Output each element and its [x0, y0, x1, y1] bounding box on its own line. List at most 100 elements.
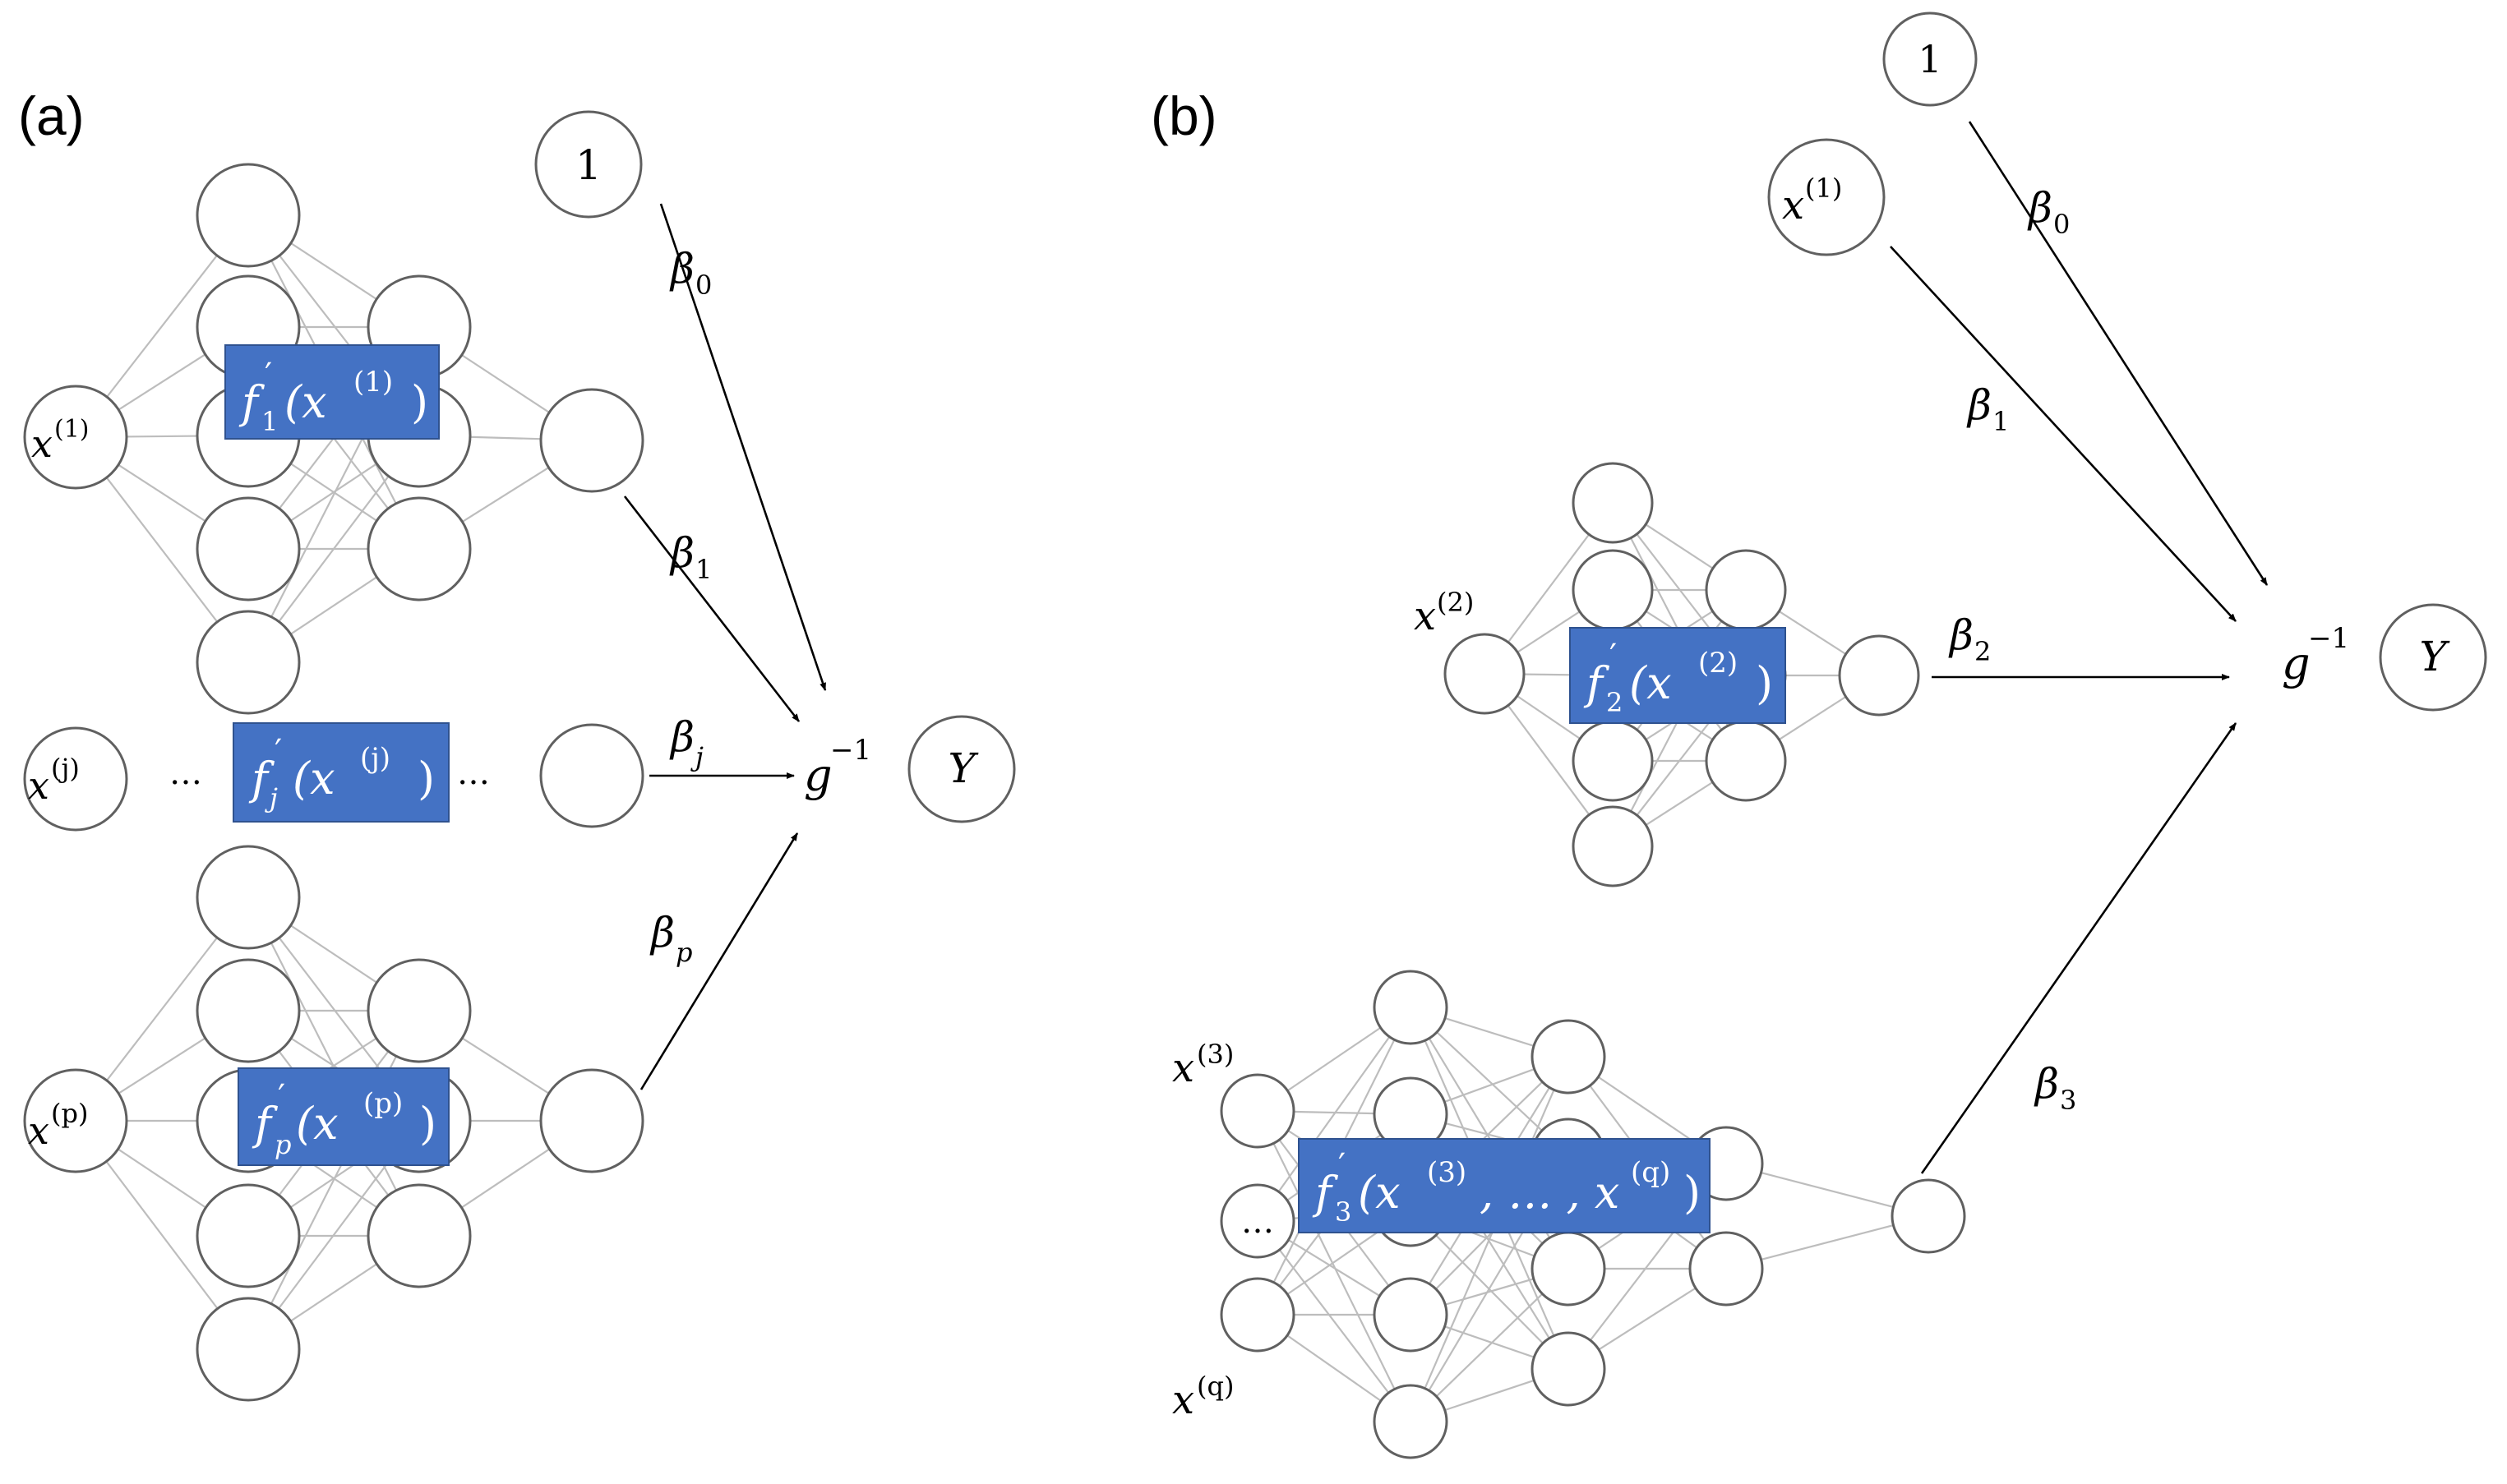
xp-label-sup: (p) — [51, 1098, 88, 1129]
output-a-label: Y — [948, 744, 978, 792]
f3-sub: 3 — [1335, 1196, 1351, 1228]
network-p-edge — [247, 1010, 420, 1350]
intercept-node-b: 1 — [1882, 12, 1978, 107]
panel-a-label: (a) — [18, 85, 85, 146]
input-label-b-x3: x (3) — [1172, 1039, 1234, 1091]
input-node-xj: x (j) — [23, 726, 128, 832]
b-x3-sup: (3) — [1197, 1039, 1234, 1070]
link-function-a: g −1 — [804, 734, 871, 801]
arrow-beta1-a — [623, 495, 801, 722]
f1-sup: (1) — [353, 366, 393, 399]
f2-sub: 2 — [1606, 687, 1623, 718]
network-2-node — [1443, 633, 1526, 715]
beta1-a-base: β — [669, 529, 695, 577]
network-p-node — [367, 958, 472, 1063]
output-node-a: Y — [907, 715, 1016, 823]
f3-mid: , … , x — [1480, 1167, 1619, 1219]
network-3-node — [1220, 1277, 1295, 1353]
f3-sup: (3) — [1427, 1156, 1466, 1189]
betap-a-base: β — [649, 909, 675, 956]
fp-prime: ′ — [278, 1078, 285, 1116]
input-node-x1: x (1) — [23, 385, 128, 490]
network-2-node — [1572, 805, 1654, 887]
network-3-edge — [1257, 1220, 1411, 1422]
output-b-label: Y — [2419, 633, 2449, 680]
f1-box: f ′ 1 (x (1) ) — [224, 344, 440, 440]
xj-label-base: x — [28, 763, 49, 808]
link-b-sup: −1 — [2308, 622, 2349, 655]
network-p-node — [539, 1068, 644, 1173]
beta1-b-sub: 1 — [1992, 406, 2009, 437]
arrow-beta0-a — [659, 203, 827, 691]
network-3-node — [1891, 1178, 1966, 1254]
network-1-node — [539, 388, 644, 493]
arrow-beta3-b — [1920, 722, 2237, 1174]
network-3-node — [1531, 1231, 1606, 1307]
network-3-edge — [1257, 1110, 1411, 1422]
beta1-a-label: β 1 — [669, 529, 712, 585]
input-node-b-x1: x (1) — [1767, 138, 1886, 256]
network-3-node — [1531, 1019, 1606, 1095]
arrow-beta0-b — [1968, 121, 2269, 586]
link-b-base: g — [2282, 638, 2311, 689]
link-a-sup: −1 — [830, 734, 871, 767]
network-3-ellipsis: … — [1241, 1203, 1274, 1241]
panel-b: (b) … 1 x (1) x (2) x (3) x (q) — [1151, 12, 2487, 1459]
input-label-b-xq: x (q) — [1172, 1371, 1234, 1423]
betap-a-label: β p — [649, 909, 692, 968]
betaj-a-label: β j — [669, 713, 704, 772]
input-label-b-x2: x (2) — [1414, 587, 1474, 639]
output-node-b: Y — [2379, 603, 2487, 712]
network-3-node — [1373, 1277, 1448, 1353]
beta1-b-base: β — [1966, 381, 1992, 429]
b-xq-sup: (q) — [1197, 1371, 1234, 1402]
f1-close: ) — [411, 376, 428, 428]
panel-b-label: (b) — [1151, 85, 1217, 146]
xj-ellipsis-left: … — [169, 754, 202, 792]
beta2-b-label: β 2 — [1948, 611, 1991, 667]
network-2-node — [1838, 634, 1920, 717]
network-1-node — [196, 496, 301, 601]
network-2-node — [1572, 720, 1654, 802]
b-x2-sup: (2) — [1437, 587, 1474, 618]
network-2-node — [1572, 549, 1654, 631]
network-p-node — [196, 845, 301, 950]
f3-prime: ′ — [1338, 1147, 1346, 1185]
network-p-node — [196, 1183, 301, 1288]
b-x1-sup: (1) — [1805, 173, 1842, 204]
intercept-a-label: 1 — [575, 141, 602, 189]
network-2-node — [1705, 720, 1787, 802]
x1-label-sup: (1) — [54, 415, 90, 444]
f2-prime: ′ — [1609, 638, 1617, 675]
xp-label-base: x — [28, 1108, 49, 1153]
beta1-a-sub: 1 — [695, 554, 712, 585]
network-1-node — [367, 496, 472, 601]
network-3-node — [1373, 970, 1448, 1045]
f1-open: (x — [284, 376, 327, 428]
network-3-node — [1373, 1384, 1448, 1459]
beta2-b-base: β — [1948, 611, 1974, 659]
beta3-b-base: β — [2034, 1060, 2059, 1108]
panel-a: (a) x (1) x (j) … … x (p) — [18, 85, 1016, 1402]
network-2-node — [1705, 549, 1787, 631]
network-3-node — [1688, 1231, 1764, 1307]
fp-close: ) — [419, 1098, 436, 1150]
fj-prime: ′ — [275, 733, 282, 771]
beta0-a-sub: 0 — [695, 270, 712, 301]
network-3-node — [1531, 1331, 1606, 1407]
beta0-a-label: β 0 — [669, 245, 712, 301]
network-p-node — [367, 1183, 472, 1288]
b-xq-base: x — [1172, 1377, 1194, 1423]
f2-box: f ′ 2 (x (2) ) — [1569, 627, 1786, 724]
network-3-edge — [1257, 1007, 1411, 1222]
fj-open: (x — [293, 753, 335, 804]
betaj-a-base: β — [669, 713, 695, 761]
arrow-betap-a — [639, 832, 799, 1090]
intercept-node-a: 1 — [534, 110, 643, 219]
fj-sup: (j) — [360, 742, 390, 775]
f3-open: (x — [1358, 1167, 1401, 1219]
network-1-node — [196, 610, 301, 715]
network-p-node — [196, 958, 301, 1063]
fp-sub: p — [275, 1129, 291, 1160]
